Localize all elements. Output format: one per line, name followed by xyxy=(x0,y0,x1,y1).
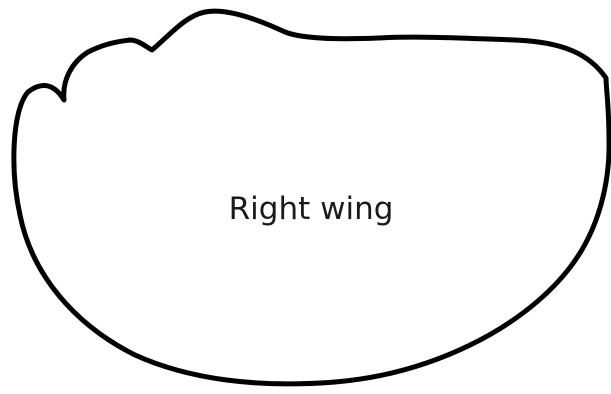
right-wing-label: Right wing xyxy=(229,191,394,227)
